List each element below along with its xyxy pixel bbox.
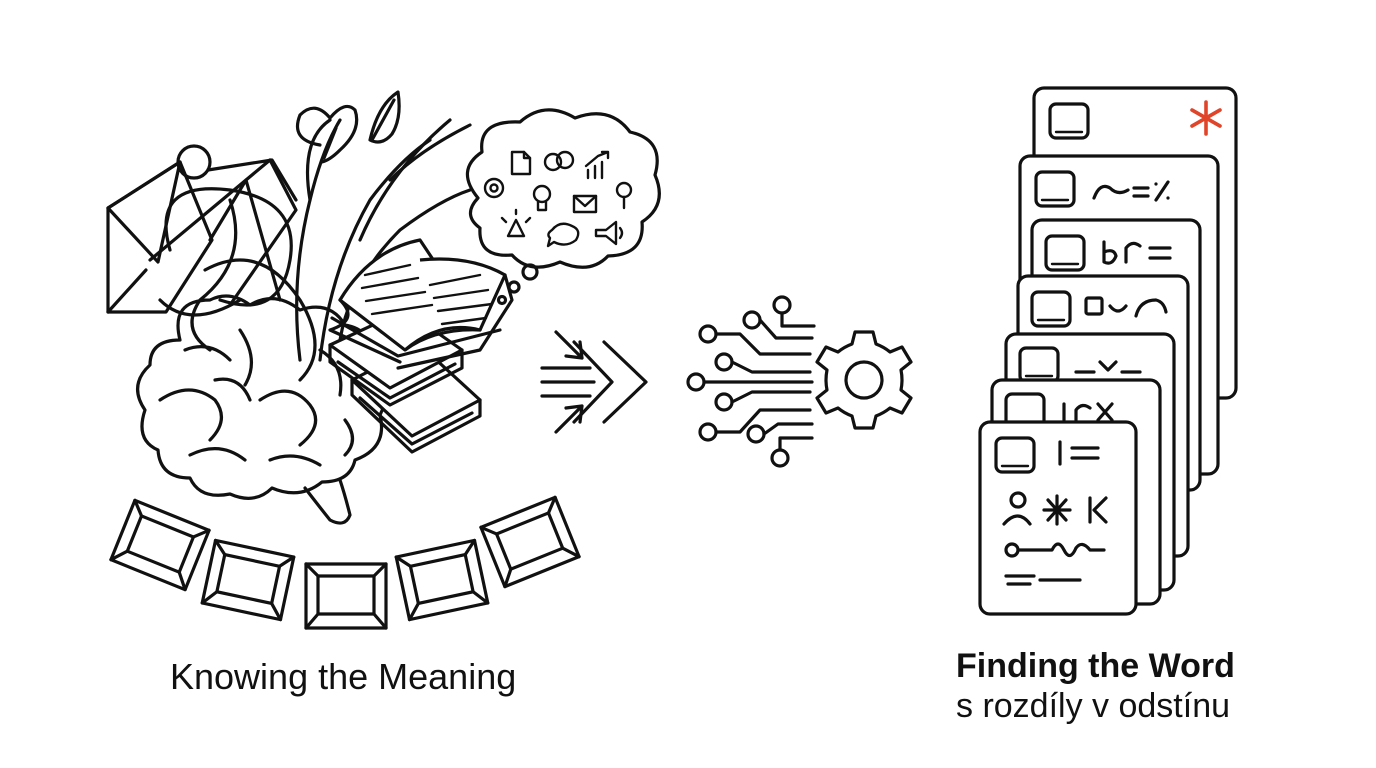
keyboard-key-icon [200,538,296,622]
megaphone-icon [594,220,624,246]
keyboard-key-icon [479,495,581,589]
right-caption-subtitle: s rozdíly v odstínu [956,687,1231,725]
circuit-icon [686,295,816,468]
word-card-stack [978,86,1238,616]
keyboard-keys-row [109,495,581,630]
keyboard-key-icon [304,562,388,630]
speech-bubble-icon [546,222,580,248]
right-caption: Finding the Word s rozdíly v odstínu [956,646,1235,726]
alert-icon [500,208,532,238]
network-triangles-icon [106,144,298,317]
link-icon [543,150,575,172]
word-card-icon [978,420,1138,616]
open-book-icon [328,238,514,370]
converging-arrows-icon [540,330,648,434]
left-caption: Knowing the Meaning [170,656,517,697]
brain-icon [136,294,388,525]
mail-icon [572,194,598,214]
keyboard-key-icon [394,538,490,622]
chart-icon [584,150,610,180]
gear-icon [815,330,913,430]
meaning-cluster [106,90,661,630]
keyboard-key-icon [109,498,211,592]
pin-icon [615,181,633,210]
thought-cloud-icon [465,108,661,306]
right-caption-title: Finding the Word [956,647,1235,685]
at-sign-icon [483,177,505,199]
envelope-icon [106,160,214,314]
asterisk-icon [1190,100,1222,136]
document-icon [510,150,532,176]
plant-sprout-icon [295,90,472,362]
lightbulb-icon [532,184,552,212]
